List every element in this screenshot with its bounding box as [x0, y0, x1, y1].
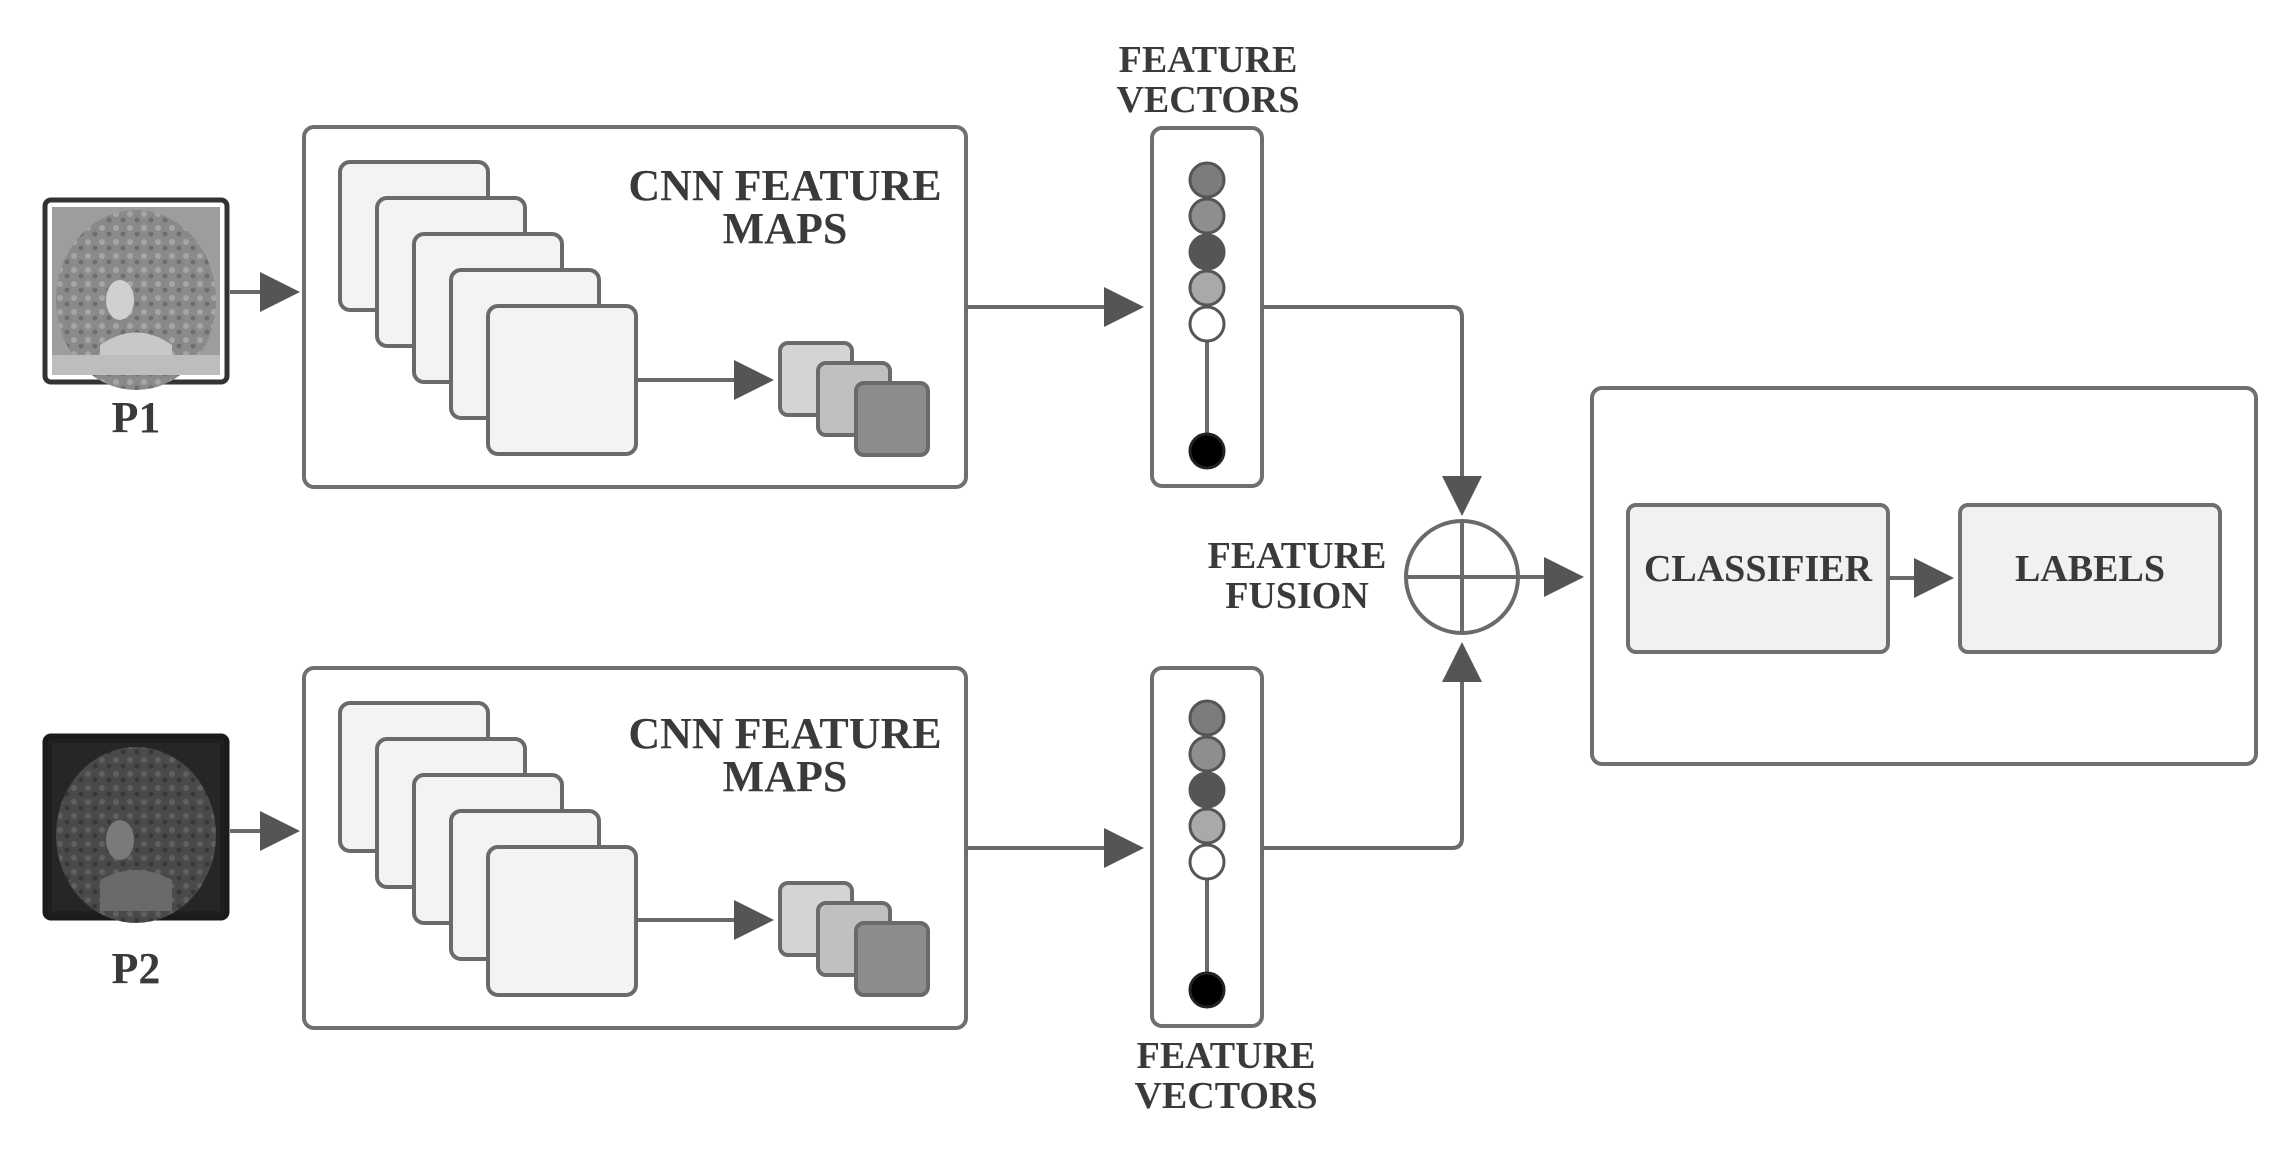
cnn-block-title-line1-p2: CNN FEATURE	[628, 709, 941, 758]
feature-vector-nodes-p2	[1188, 699, 1226, 1009]
cnn-block-title-line1-p1: CNN FEATURE	[628, 161, 941, 210]
arrow-vector-p2-to-fusion	[1262, 642, 1482, 850]
small-map-stack-p1	[778, 341, 930, 457]
arrow-vector-p1-to-fusion	[1262, 305, 1482, 516]
mri-image-p2	[42, 733, 230, 923]
feature-map-stack-p1	[338, 160, 638, 456]
cnn-block-title-line2-p2: MAPS	[723, 752, 848, 801]
feature-vectors-title-line1-bottom: FEATURE	[1137, 1035, 1316, 1077]
fusion-operator-icon	[1404, 519, 1520, 635]
feature-fusion-label-line2: FUSION	[1225, 575, 1369, 617]
labels-label: LABELS	[2015, 548, 2165, 590]
labels-box	[1958, 503, 2222, 654]
feature-vectors-title-line2-top: VECTORS	[1116, 79, 1299, 121]
input-label-p1: P1	[112, 393, 161, 442]
small-map-stack-p2	[778, 881, 930, 997]
branch-p2: P2 CNN FEATURE MAPS FEATURE	[42, 666, 1318, 1117]
feature-map-stack-p2	[338, 701, 638, 997]
cnn-block-title-line2-p1: MAPS	[723, 204, 848, 253]
classifier-label: CLASSIFIER	[1644, 548, 1873, 590]
mri-image-p1	[42, 197, 230, 390]
feature-vector-nodes-p1	[1188, 161, 1226, 470]
branch-p1: P1 CNN FEATURE MAPS FEATURE VECTORS	[42, 39, 1300, 489]
classification-block: CLASSIFIER LABELS	[1590, 386, 2258, 766]
feature-fusion-label-line1: FEATURE	[1208, 535, 1387, 577]
input-label-p2: P2	[112, 944, 161, 993]
feature-vectors-title-line1-top: FEATURE	[1119, 39, 1298, 81]
feature-vectors-title-line2-bottom: VECTORS	[1134, 1075, 1317, 1117]
fusion-section: FEATURE FUSION	[1208, 305, 1584, 850]
